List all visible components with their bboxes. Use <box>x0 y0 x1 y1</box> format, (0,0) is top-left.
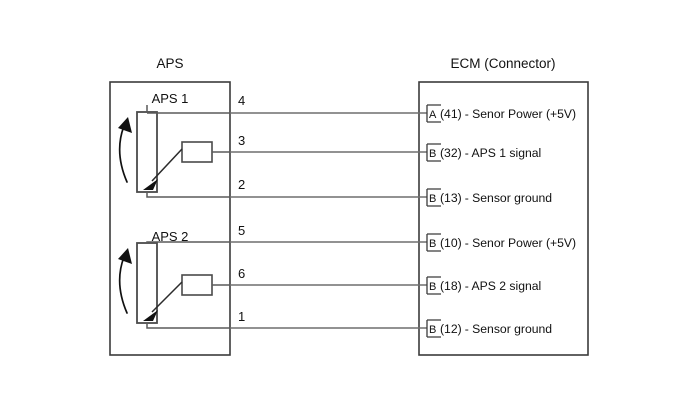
ecm-enclosure-box <box>418 81 589 356</box>
terminal-signal-5: (18)- APS 2 signal <box>440 279 541 293</box>
aps-1-resistor-body <box>136 111 158 193</box>
terminal-signal-4: (10)- Senor Power (+5V) <box>440 236 576 250</box>
aps-title: APS <box>156 56 183 71</box>
terminal-signal-3: (13)- Sensor ground <box>440 191 552 205</box>
aps-2-rotation-arc <box>118 256 128 314</box>
aps-1-bottom-lead <box>146 192 230 198</box>
terminal-bracket-4 <box>426 233 441 252</box>
ecm-terminal-row-6: B (12)- Sensor ground <box>426 319 552 338</box>
terminal-letter-4: B <box>429 238 436 250</box>
pin-number-4: 4 <box>238 93 245 108</box>
ecm-title: ECM (Connector) <box>450 56 555 71</box>
pin-number-6: 6 <box>238 266 245 281</box>
aps-1-rotation-arc <box>118 125 128 183</box>
aps-2-bottom-lead <box>146 323 230 329</box>
aps-2-potentiometer <box>118 241 230 329</box>
aps-1-wiper-box <box>181 141 213 163</box>
aps-1-wiper-arrowhead <box>143 179 158 190</box>
terminal-signal-6: (12)- Sensor ground <box>440 322 552 336</box>
aps-2-wiper-box <box>181 274 213 296</box>
pin-number-3: 3 <box>238 133 245 148</box>
aps-2-top-lead <box>146 241 230 243</box>
terminal-bracket-6 <box>426 319 441 338</box>
ecm-terminal-row-2: B (32)- APS 1 signal <box>426 143 541 162</box>
pin-number-2: 2 <box>238 177 245 192</box>
pin-number-1: 1 <box>238 309 245 324</box>
group-label-aps-1: APS 1 <box>152 91 189 106</box>
terminal-bracket-3 <box>426 188 441 207</box>
terminal-bracket-5 <box>426 276 441 295</box>
aps-1-potentiometer <box>118 105 230 198</box>
terminal-signal-2: (32)- APS 1 signal <box>440 146 541 160</box>
terminal-bracket-1 <box>426 104 441 123</box>
terminal-signal-1: (41)- Senor Power (+5V) <box>440 107 576 121</box>
terminal-letter-6: B <box>429 324 436 336</box>
aps-2-wiper-arrowhead <box>143 310 158 321</box>
ecm-terminal-row-3: B (13)- Sensor ground <box>426 188 552 207</box>
ecm-terminal-row-1: A (41)- Senor Power (+5V) <box>426 104 576 123</box>
aps-2-wiper-arm <box>151 281 183 313</box>
terminal-bracket-2 <box>426 143 441 162</box>
group-label-aps-2: APS 2 <box>152 229 189 244</box>
terminal-letter-1: A <box>429 109 437 121</box>
ecm-terminal-row-4: B (10)- Senor Power (+5V) <box>426 233 576 252</box>
aps-1-wiper-arm <box>151 148 183 182</box>
terminal-letter-3: B <box>429 193 436 205</box>
aps-enclosure-box <box>109 81 231 356</box>
ecm-terminal-row-5: B (18)- APS 2 signal <box>426 276 541 295</box>
terminal-letter-2: B <box>429 148 436 160</box>
terminal-letter-5: B <box>429 281 436 293</box>
pin-number-5: 5 <box>238 223 245 238</box>
aps-2-rotation-arrowhead <box>118 248 132 264</box>
aps-1-rotation-arrowhead <box>118 117 132 133</box>
